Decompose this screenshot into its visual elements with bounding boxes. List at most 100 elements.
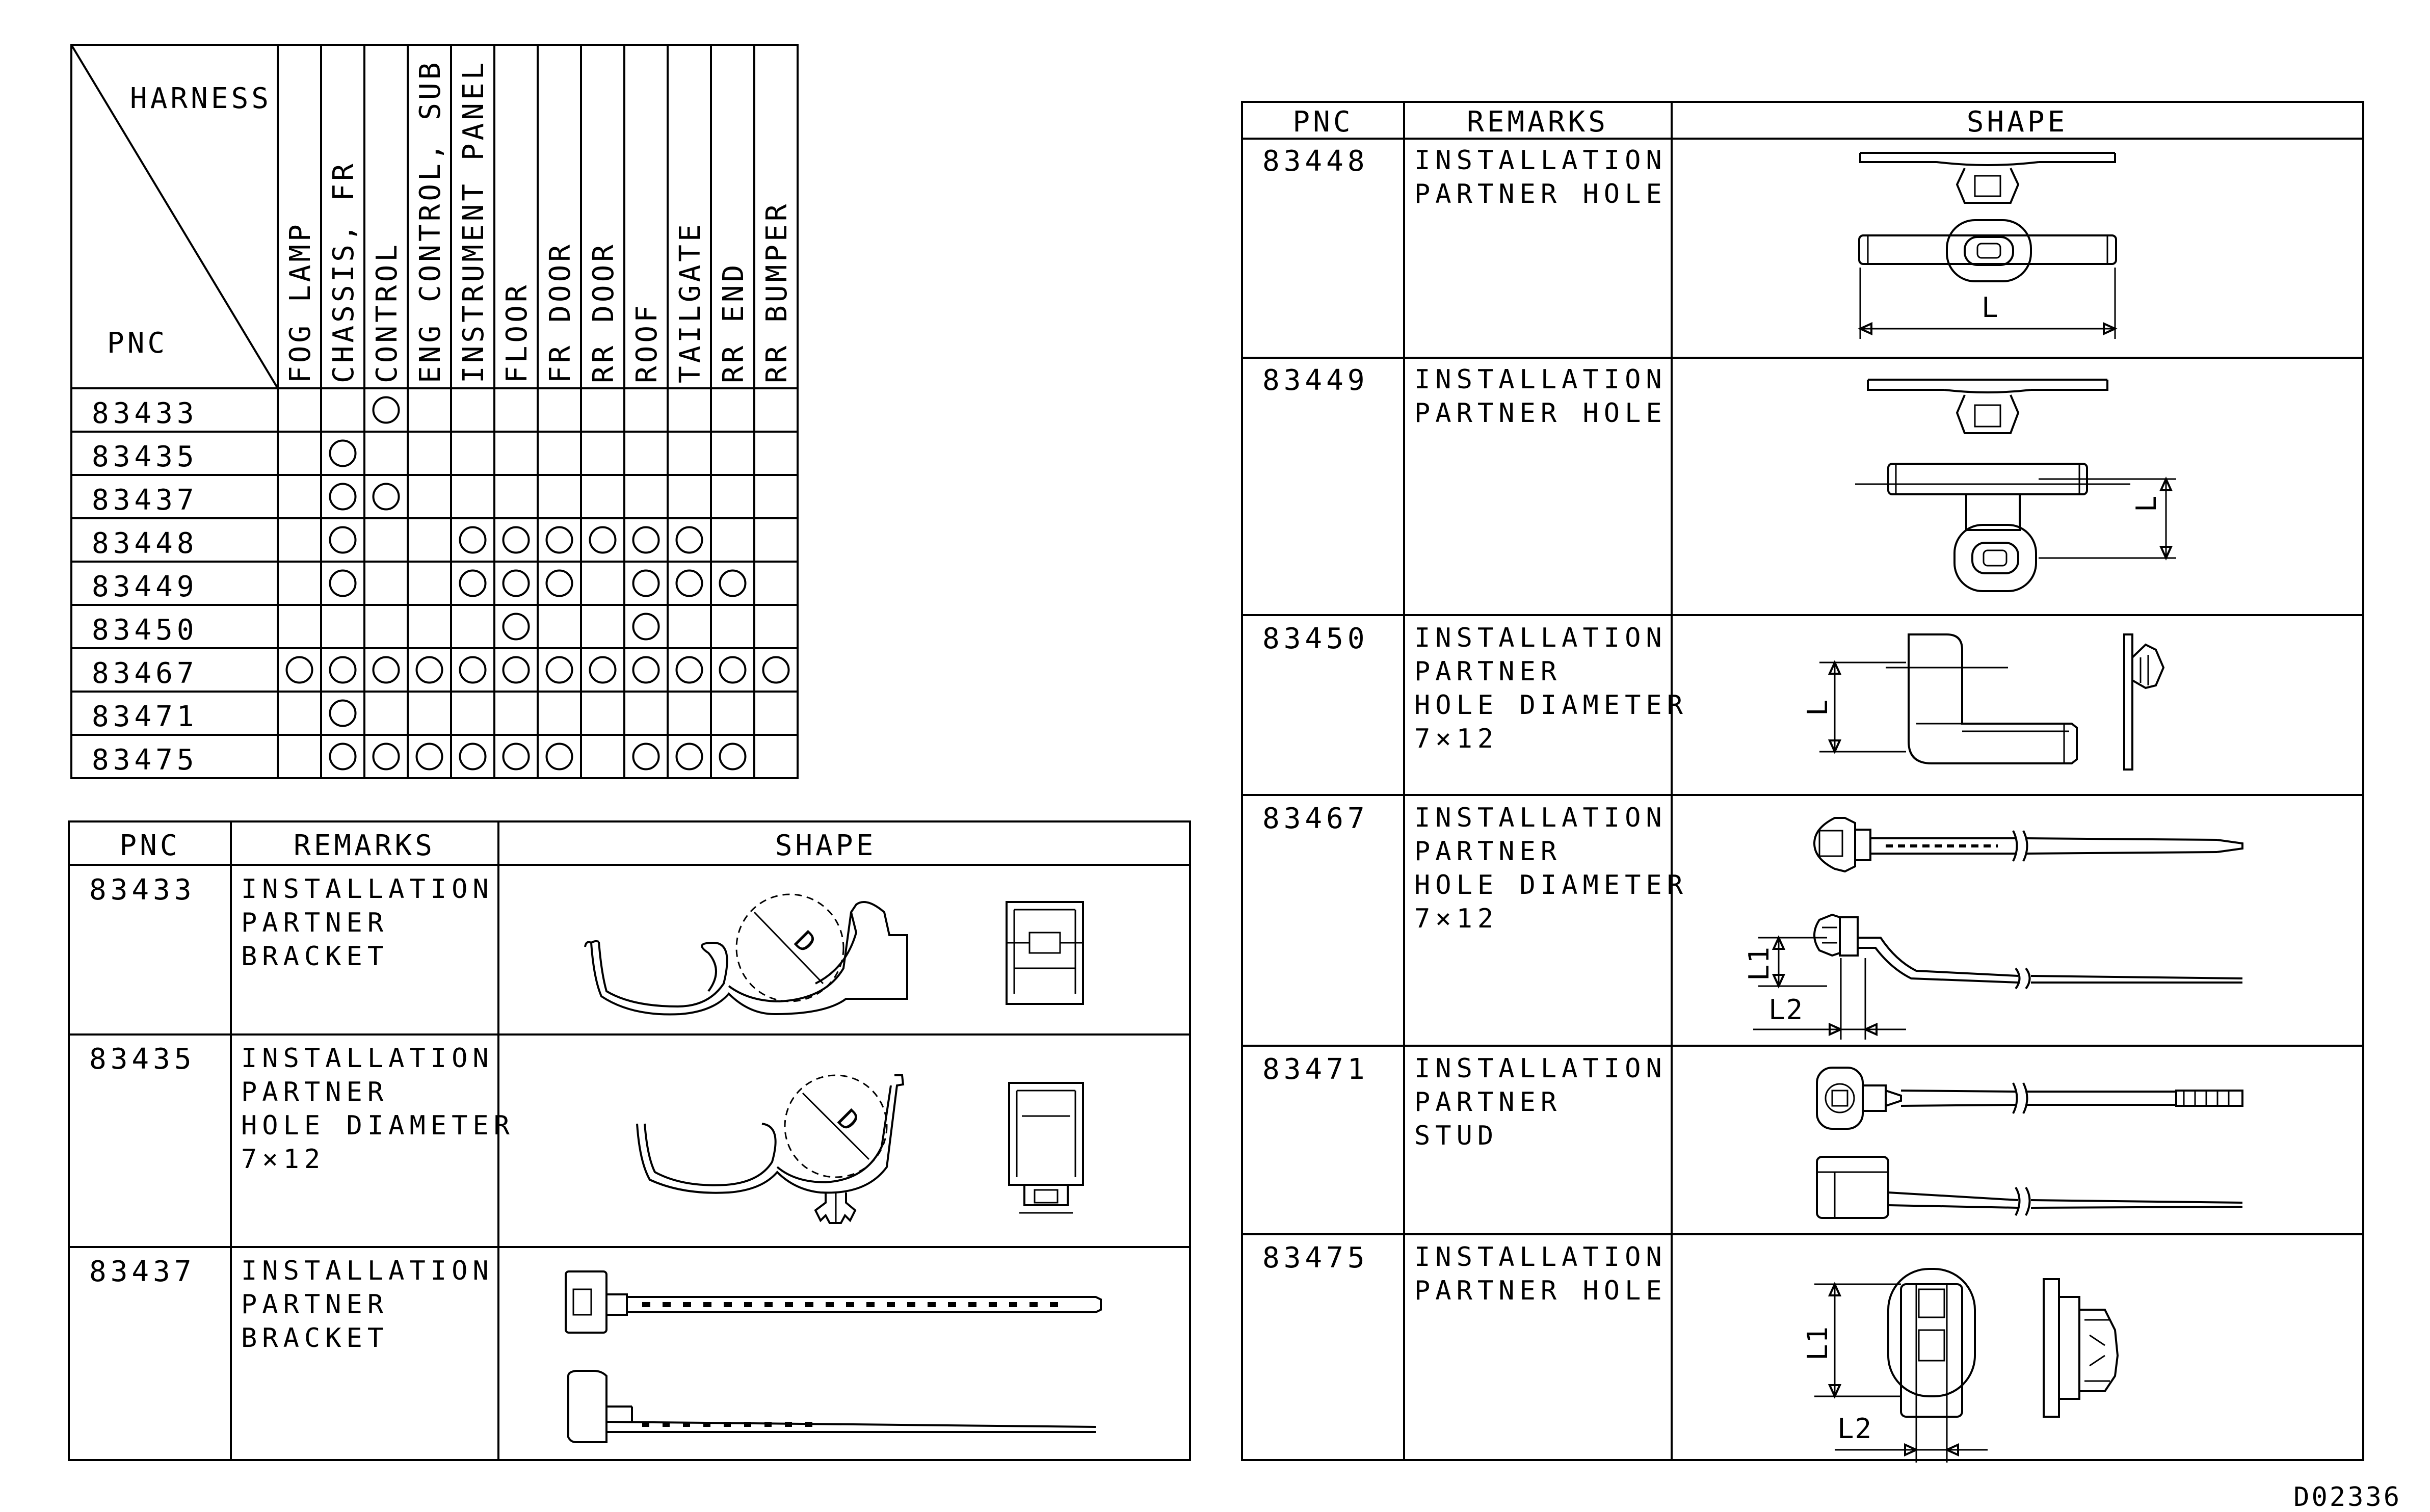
matrix-mark-circle (545, 742, 573, 771)
matrix-mark-circle (372, 742, 400, 771)
dimension-label-l2: L2 (1768, 994, 1804, 1026)
matrix-mark-circle (502, 613, 530, 641)
matrix-mark-circle (632, 742, 660, 771)
matrix-mark-circle (545, 656, 573, 684)
dimension-label-l: L (2130, 494, 2162, 512)
matrix-mark-circle (459, 742, 487, 771)
matrix-mark-circle (372, 396, 400, 424)
tie-hole (866, 1302, 875, 1307)
matrix-column-label: CONTROL (371, 242, 404, 383)
shape-83450-clip-drawing: L (1802, 633, 2165, 771)
left-row-remark: INSTALLATION (241, 1043, 494, 1074)
matrix-border (70, 44, 799, 779)
matrix-column-label: TAILGATE (674, 221, 707, 383)
tie-hole (805, 1302, 813, 1307)
matrix-mark-circle (502, 742, 530, 771)
tie-hole (826, 1302, 834, 1307)
tie-tooth (785, 1422, 792, 1427)
left-row-remark: PARTNER (241, 1289, 388, 1320)
right-row-remark: STUD (1414, 1121, 1498, 1151)
matrix-column-label: CHASSIS, FR (327, 161, 360, 383)
tie-tooth (663, 1422, 670, 1427)
tie-hole (846, 1302, 854, 1307)
matrix-column-labels: FOG LAMP CHASSIS, FR CONTROL ENG CONTROL… (284, 60, 794, 383)
matrix-mark-circle (415, 742, 443, 771)
tie-hole (968, 1302, 976, 1307)
matrix-marks (285, 396, 790, 771)
matrix-mark-circle (675, 742, 703, 771)
dimension-label-l1: L1 (1743, 946, 1775, 981)
right-row-remark: INSTALLATION (1414, 803, 1667, 833)
matrix-column-label: ENG CONTROL, SUB (414, 60, 447, 383)
tie-tooth (805, 1422, 812, 1427)
matrix-row-pnc: 83437 (92, 484, 198, 517)
left-row-remark: BRACKET (241, 941, 388, 972)
matrix-corner-pnc: PNC (107, 327, 168, 360)
right-row-pnc: 83467 (1262, 802, 1369, 835)
matrix-mark-circle (372, 483, 400, 511)
shape-83475-clip-drawing: L1 L2 (1802, 1268, 2119, 1463)
matrix-mark-circle (459, 656, 487, 684)
left-header-shape: SHAPE (775, 829, 877, 862)
left-header-remarks: REMARKS (294, 829, 435, 862)
right-row-remark: INSTALLATION (1414, 1242, 1667, 1272)
matrix-corner-harness: HARNESS (130, 82, 272, 115)
matrix-mark-circle (762, 656, 790, 684)
matrix-row-pnc: 83433 (92, 397, 198, 430)
right-row-remark: INSTALLATION (1414, 1053, 1667, 1084)
matrix-column-label: RR END (717, 262, 750, 383)
matrix-mark-circle (545, 569, 573, 597)
matrix-row-pnc: 83435 (92, 440, 198, 473)
matrix-mark-circle (329, 439, 357, 467)
matrix-column-label: FLOOR (500, 282, 534, 383)
dimension-label-d: D (788, 925, 823, 960)
right-row-remark: HOLE DIAMETER (1414, 870, 1688, 900)
matrix-mark-circle (719, 569, 747, 597)
matrix-mark-circle (329, 569, 357, 597)
shape-83449-clip-drawing: L (1855, 379, 2176, 592)
tie-hole (785, 1302, 793, 1307)
matrix-grid (70, 44, 799, 779)
matrix-column-label: RR DOOR (587, 242, 620, 383)
shape-table-right: PNC REMARKS SHAPE 83448 INSTALLATION PAR… (1241, 101, 2364, 1463)
right-row-pnc: 83475 (1262, 1241, 1369, 1275)
matrix-mark-circle (285, 656, 313, 684)
matrix-mark-circle (329, 656, 357, 684)
matrix-column-label: FOG LAMP (284, 221, 317, 383)
matrix-mark-circle (719, 742, 747, 771)
dimension-label-l: L (1982, 291, 1999, 324)
matrix-row-pnc: 83450 (92, 614, 198, 647)
right-row-pnc: 83450 (1262, 622, 1369, 655)
tie-hole (948, 1302, 956, 1307)
tie-hole (683, 1302, 691, 1307)
matrix-column-label: RR BUMPER (760, 201, 794, 383)
matrix-row-pnc: 83448 (92, 527, 198, 560)
shape-table-left: PNC REMARKS SHAPE 83433 INSTALLATION PAR… (68, 820, 1191, 1461)
side-view (1006, 901, 1084, 1005)
right-row-remark: PARTNER HOLE (1414, 398, 1667, 429)
right-row-pnc: 83448 (1262, 145, 1369, 178)
tie-tooth (764, 1422, 772, 1427)
right-row-remark: PARTNER (1414, 836, 1562, 867)
right-header-pnc: PNC (1292, 105, 1353, 139)
right-row-remark: HOLE DIAMETER (1414, 690, 1688, 721)
right-row-remark: INSTALLATION (1414, 623, 1667, 653)
drawing-code: D02336 (2293, 1482, 2401, 1512)
tie-tooth (744, 1422, 751, 1427)
tie-hole (928, 1302, 936, 1307)
matrix-corner-diagonal (70, 44, 279, 389)
tie-hole (989, 1302, 997, 1307)
matrix-mark-circle (545, 526, 573, 554)
right-row-remark: PARTNER (1414, 1087, 1562, 1118)
right-row-remark: PARTNER HOLE (1414, 179, 1667, 209)
right-row-remark: INSTALLATION (1414, 145, 1667, 176)
matrix-mark-circle (502, 569, 530, 597)
shape-83435-clamp-drawing: D (636, 1074, 1084, 1224)
left-row-remark: 7×12 (241, 1144, 325, 1175)
matrix-mark-circle (719, 656, 747, 684)
left-row-pnc: 83437 (89, 1255, 196, 1288)
tie-hole (764, 1302, 773, 1307)
tie-hole (907, 1302, 915, 1307)
matrix-rows: 83433 83435 83437 83448 83449 83450 8346… (92, 397, 198, 777)
